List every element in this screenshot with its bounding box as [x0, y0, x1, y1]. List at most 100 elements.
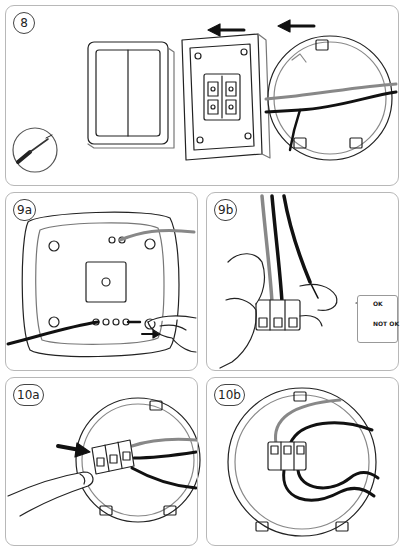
step-panel: 9a [5, 192, 198, 371]
push-arrow-part [75, 443, 90, 457]
step-number: 10a [13, 384, 44, 406]
wires-part [128, 321, 140, 323]
push-arrow [58, 443, 90, 457]
wires-part [272, 196, 282, 302]
step-number: 10b [214, 384, 245, 406]
wires-part [298, 470, 378, 488]
screwdriver-icon-part [30, 139, 48, 152]
switch-insert-part [211, 105, 215, 109]
wires-part [284, 470, 374, 500]
wall-box-part [82, 404, 194, 516]
step-number: 9a [13, 199, 36, 221]
switch-insert-back-part [113, 319, 119, 325]
screwdriver-icon-part [18, 152, 30, 162]
hand-part [300, 284, 337, 310]
switch-insert-part [221, 76, 222, 118]
wires [266, 84, 396, 150]
direction-arrows-part [218, 29, 244, 32]
push-arrow-part [142, 333, 154, 335]
wall-box-part [235, 395, 369, 529]
step-panel: 8 [5, 5, 399, 186]
wire-connector-part [297, 446, 304, 454]
wires [262, 196, 318, 302]
push-arrow [142, 330, 160, 338]
wires [8, 230, 194, 344]
wire-connector-part [118, 442, 122, 468]
screwdriver-icon [13, 128, 57, 172]
switch-insert-back-part [145, 239, 155, 249]
hand-part [300, 315, 322, 326]
hand-part [148, 316, 196, 322]
wires-part [132, 439, 196, 446]
switch-insert-part [229, 105, 233, 109]
switch-insert-part [204, 74, 240, 120]
switch-insert-part [241, 49, 247, 55]
wires-part [284, 196, 310, 282]
wall-box [76, 398, 200, 522]
direction-arrows [208, 20, 314, 36]
hand-part [228, 254, 264, 304]
wall-box-part [256, 522, 268, 531]
wall-box-part [336, 522, 348, 531]
wall-box-part [350, 138, 362, 148]
switch-insert-part [208, 82, 218, 96]
wire-connector-part [256, 300, 300, 330]
switch-insert-back-part [49, 241, 59, 251]
wire-connector-part [97, 458, 104, 466]
wire-connector-part [269, 300, 270, 330]
wire-connector [92, 440, 134, 474]
screwdriver-icon-part [46, 135, 52, 138]
switch-cover-plate-part [127, 50, 128, 136]
wires-part [134, 452, 196, 458]
wire-connector-part [110, 455, 117, 463]
check-label: OK [373, 300, 396, 307]
wall-box [228, 388, 376, 536]
finger [8, 472, 93, 516]
hand-part [220, 298, 256, 368]
wire-connector-part [284, 300, 285, 330]
wire-connector [256, 300, 300, 330]
direction-arrows-part [278, 20, 290, 32]
switch-insert-part [226, 82, 236, 96]
hand [220, 254, 337, 368]
switch-cover-plate [88, 42, 174, 148]
switch-insert [182, 34, 270, 160]
hand-part [148, 322, 196, 352]
wire-connector-part [268, 442, 306, 470]
wires-part [132, 468, 196, 488]
switch-insert-back-part [103, 319, 109, 325]
wires [132, 439, 196, 488]
wire-connector-part [92, 440, 134, 474]
check-label: NOT OK [373, 320, 396, 327]
switch-insert-part [226, 100, 236, 114]
step-panel: 10a [5, 377, 198, 546]
switch-insert-back-part [49, 317, 59, 327]
wall-box-part [100, 506, 112, 515]
wall-box-part [294, 392, 306, 401]
switch-insert-part [197, 137, 203, 143]
wall-box-part [294, 138, 306, 148]
finger-part [80, 474, 85, 484]
switch-cover-plate-part [96, 50, 160, 136]
switch-insert-part [195, 53, 201, 59]
hand-part [160, 325, 186, 330]
wire-connector-part [293, 442, 294, 470]
wires-part [120, 230, 194, 240]
wall-box-part [316, 40, 328, 50]
switch-insert-back-part [36, 223, 164, 344]
wires-part [290, 110, 300, 150]
step-number: 9b [214, 199, 237, 221]
direction-arrows-part [208, 24, 220, 36]
wire-connector-part [274, 318, 282, 327]
wall-box-part [164, 506, 176, 515]
wall-box-part [228, 388, 376, 536]
step-number: 8 [13, 12, 35, 34]
wire-connector-part [271, 446, 278, 454]
switch-insert-back-part [102, 278, 110, 286]
wire-connector-part [284, 446, 291, 454]
wall-box-part [76, 398, 200, 522]
wires [275, 400, 378, 500]
wire-connector [268, 442, 306, 470]
